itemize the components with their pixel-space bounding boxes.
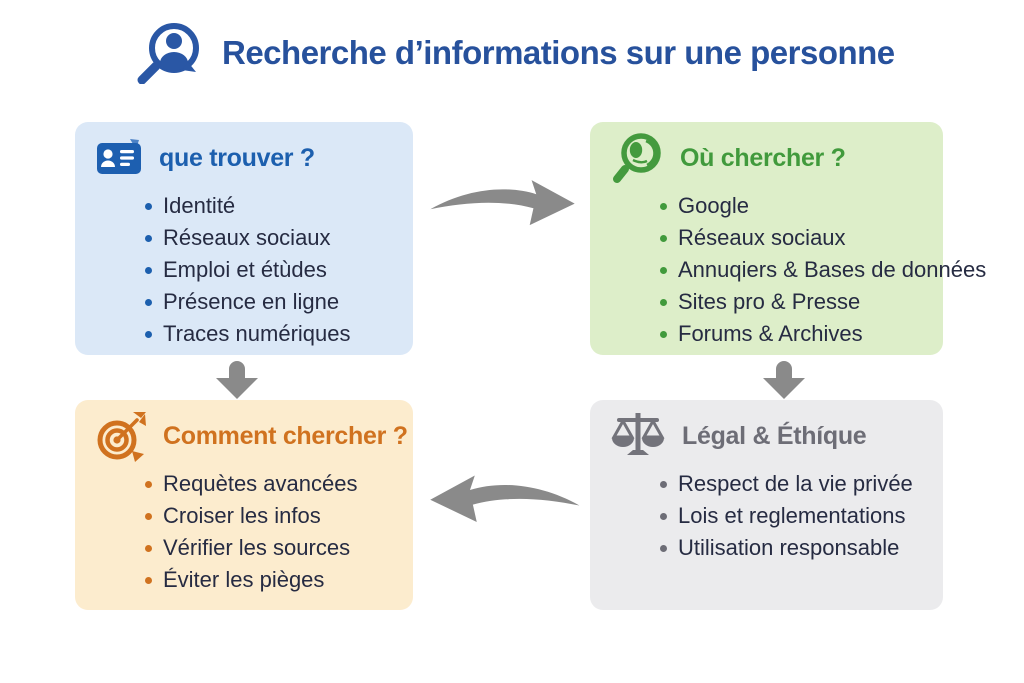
box-what-title: que trouver ? <box>159 143 315 172</box>
box-how-header: Comment chercher ? <box>75 400 413 462</box>
list-item: Forums & Archives <box>660 318 943 350</box>
person-search-icon <box>136 22 206 84</box>
list-item: Identité <box>145 190 413 222</box>
list-item: Respect de la vie privée <box>660 468 943 500</box>
list-item: Sites pro & Presse <box>660 286 943 318</box>
list-item: Lois et reglementations <box>660 500 943 532</box>
box-where-to-search: Où chercher ? Google Réseaux sociaux Ann… <box>590 122 986 355</box>
page-header: Recherche d’informations sur une personn… <box>136 22 895 84</box>
arrow-down-icon <box>760 359 808 399</box>
id-card-icon <box>94 138 144 178</box>
search-globe-icon <box>609 130 665 186</box>
list-item: Annuqiers & Bases de données <box>660 254 986 286</box>
box-where-header: Où chercher ? <box>590 122 943 183</box>
arrow-down-icon <box>213 359 261 399</box>
box-what-header: que trouver ? <box>75 122 413 179</box>
box-where-title: Où chercher ? <box>680 143 846 172</box>
list-item: Croiser les infos <box>145 500 413 532</box>
box-how-list: Requètes avancées Croiser les infos Véri… <box>75 468 413 596</box>
box-how-to-search: Comment chercher ? Requètes avancées Cro… <box>75 400 413 610</box>
box-what-to-find: que trouver ? Identité Réseaux sociaux E… <box>75 122 413 355</box>
list-item: Requètes avancées <box>145 468 413 500</box>
box-where-list: Google Réseaux sociaux Annuqiers & Bases… <box>590 190 986 350</box>
arrow-left-curved-icon <box>416 460 584 522</box>
page-title: Recherche d’informations sur une personn… <box>222 34 895 71</box>
box-legal-list: Respect de la vie privée Lois et regleme… <box>590 468 943 564</box>
box-what-list: Identité Réseaux sociaux Emploi et étùde… <box>75 190 413 350</box>
box-legal-header: Légal & Éthíque <box>590 400 943 457</box>
arrow-right-curved-icon <box>425 167 580 227</box>
box-legal-title: Légal & Éthíque <box>682 421 867 450</box>
list-item: Présence en ligne <box>145 286 413 318</box>
box-legal-ethics: Légal & Éthíque Respect de la vie privée… <box>590 400 943 610</box>
list-item: Réseaux sociaux <box>660 222 943 254</box>
box-how-title: Comment chercher ? <box>163 421 408 450</box>
list-item: Vérifier les sources <box>145 532 413 564</box>
list-item: Réseaux sociaux <box>145 222 413 254</box>
list-item: Google <box>660 190 943 222</box>
target-arrow-icon <box>94 409 148 463</box>
list-item: Emploi et étùdes <box>145 254 413 286</box>
list-item: Utilisation responsable <box>660 532 943 564</box>
list-item: Éviter les pièges <box>145 564 413 596</box>
scales-icon <box>609 411 667 461</box>
list-item: Traces numériques <box>145 318 413 350</box>
